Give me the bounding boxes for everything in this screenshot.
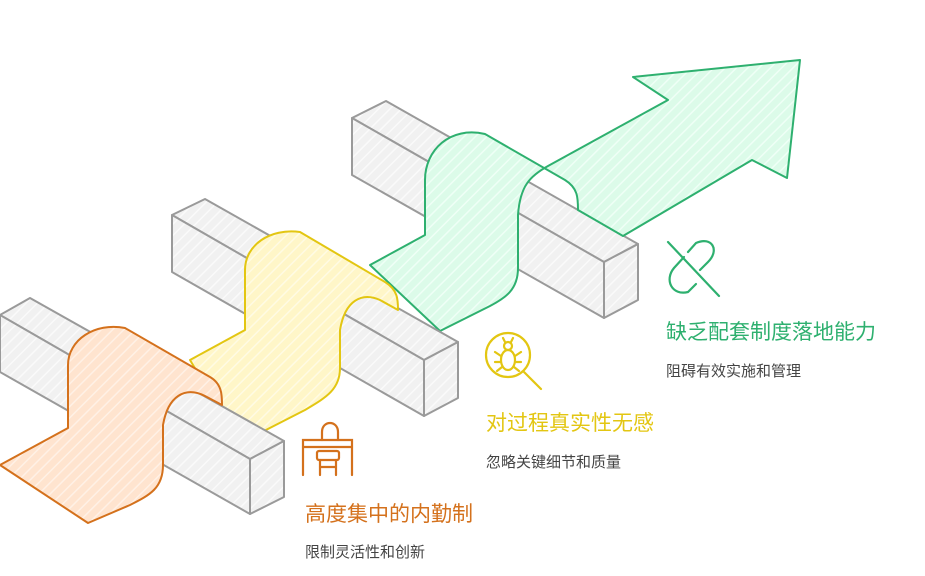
yellow-ribbon (189, 230, 399, 433)
item-desc-3: 限制灵活性和创新 (305, 543, 426, 561)
orange-ribbon (0, 325, 223, 524)
broken-link-icon (666, 240, 721, 298)
item-title-1: 缺乏配套制度落地能力 (666, 320, 876, 344)
item-desc-2: 忽略关键细节和质量 (486, 453, 622, 471)
item-title-2: 对过程真实性无感 (486, 411, 654, 435)
item-desc-1: 阻碍有效实施和管理 (666, 362, 802, 380)
item-title-3: 高度集中的内勤制 (305, 502, 473, 526)
desk-chair-icon (301, 421, 354, 477)
bug-search-icon (484, 331, 543, 391)
green-arrow-ribbon (369, 59, 801, 332)
